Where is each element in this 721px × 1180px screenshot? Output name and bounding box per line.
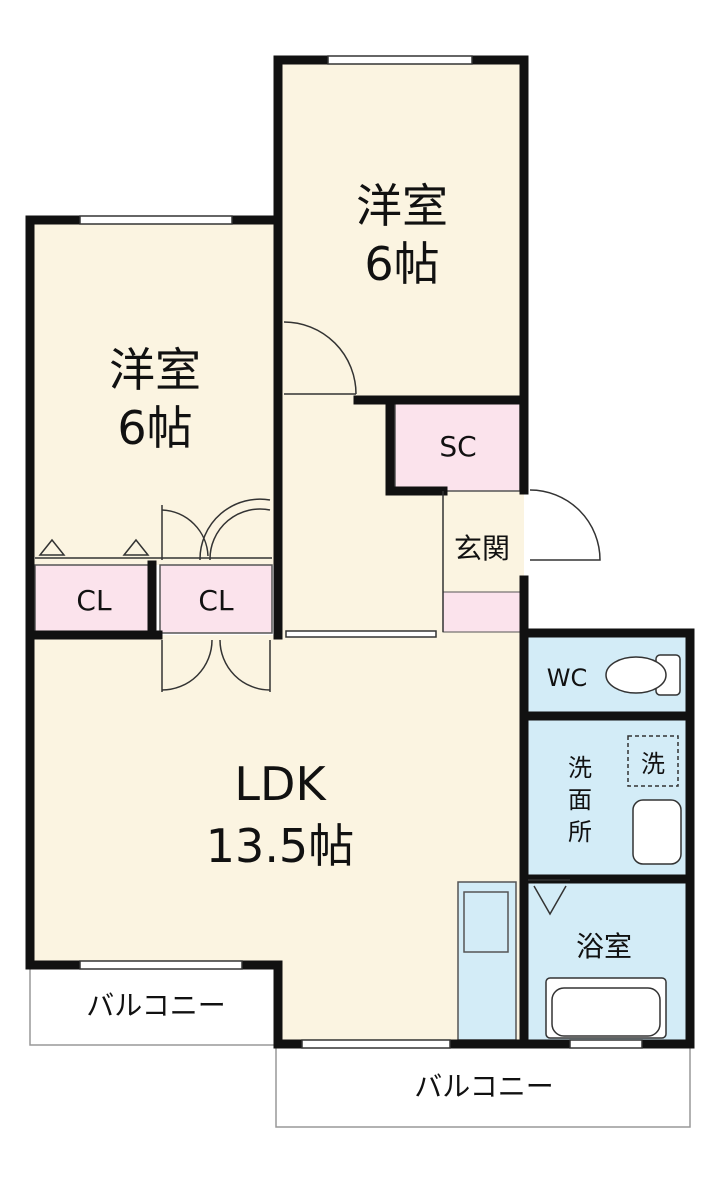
room-size-ldk: 13.5帖 xyxy=(206,819,354,873)
washer-pan xyxy=(627,735,679,787)
label-balcony-left: バルコニー xyxy=(86,989,225,1022)
room-size-western-top: 6帖 xyxy=(364,237,439,291)
western-room-top-floor xyxy=(278,60,524,400)
toilet-bowl xyxy=(605,656,667,694)
balcony-left-area xyxy=(29,964,277,1046)
label-sc: SC xyxy=(439,430,476,463)
balcony-bottom-area xyxy=(275,1044,691,1128)
ldk-floor xyxy=(30,635,524,965)
label-washroom-3: 所 xyxy=(568,818,592,846)
kitchen-sink xyxy=(463,891,509,953)
entrance-step xyxy=(442,591,521,633)
label-toilet: WC xyxy=(547,664,588,692)
room-size-western-left: 6帖 xyxy=(117,401,192,455)
closet-left-area xyxy=(34,564,152,634)
label-closet-right: CL xyxy=(198,584,234,617)
label-washroom-1: 洗 xyxy=(568,754,592,782)
windows xyxy=(79,55,643,1049)
room-name-western-left: 洋室 xyxy=(109,343,201,397)
room-name-ldk: LDK xyxy=(234,757,327,811)
room-name-western-top: 洋室 xyxy=(356,179,448,233)
label-entrance: 玄関 xyxy=(454,532,510,565)
doors xyxy=(35,321,601,916)
label-washroom-2: 面 xyxy=(568,786,592,814)
label-washer: 洗 xyxy=(641,750,665,778)
storage-sc-area xyxy=(394,402,521,492)
western-room-left-floor xyxy=(30,220,278,565)
label-bathroom: 浴室 xyxy=(576,930,632,963)
wash-basin xyxy=(632,799,682,865)
closet-right-area xyxy=(159,564,273,634)
label-closet-left: CL xyxy=(76,584,112,617)
fixtures xyxy=(545,654,682,1039)
label-balcony-bottom: バルコニー xyxy=(414,1070,553,1103)
